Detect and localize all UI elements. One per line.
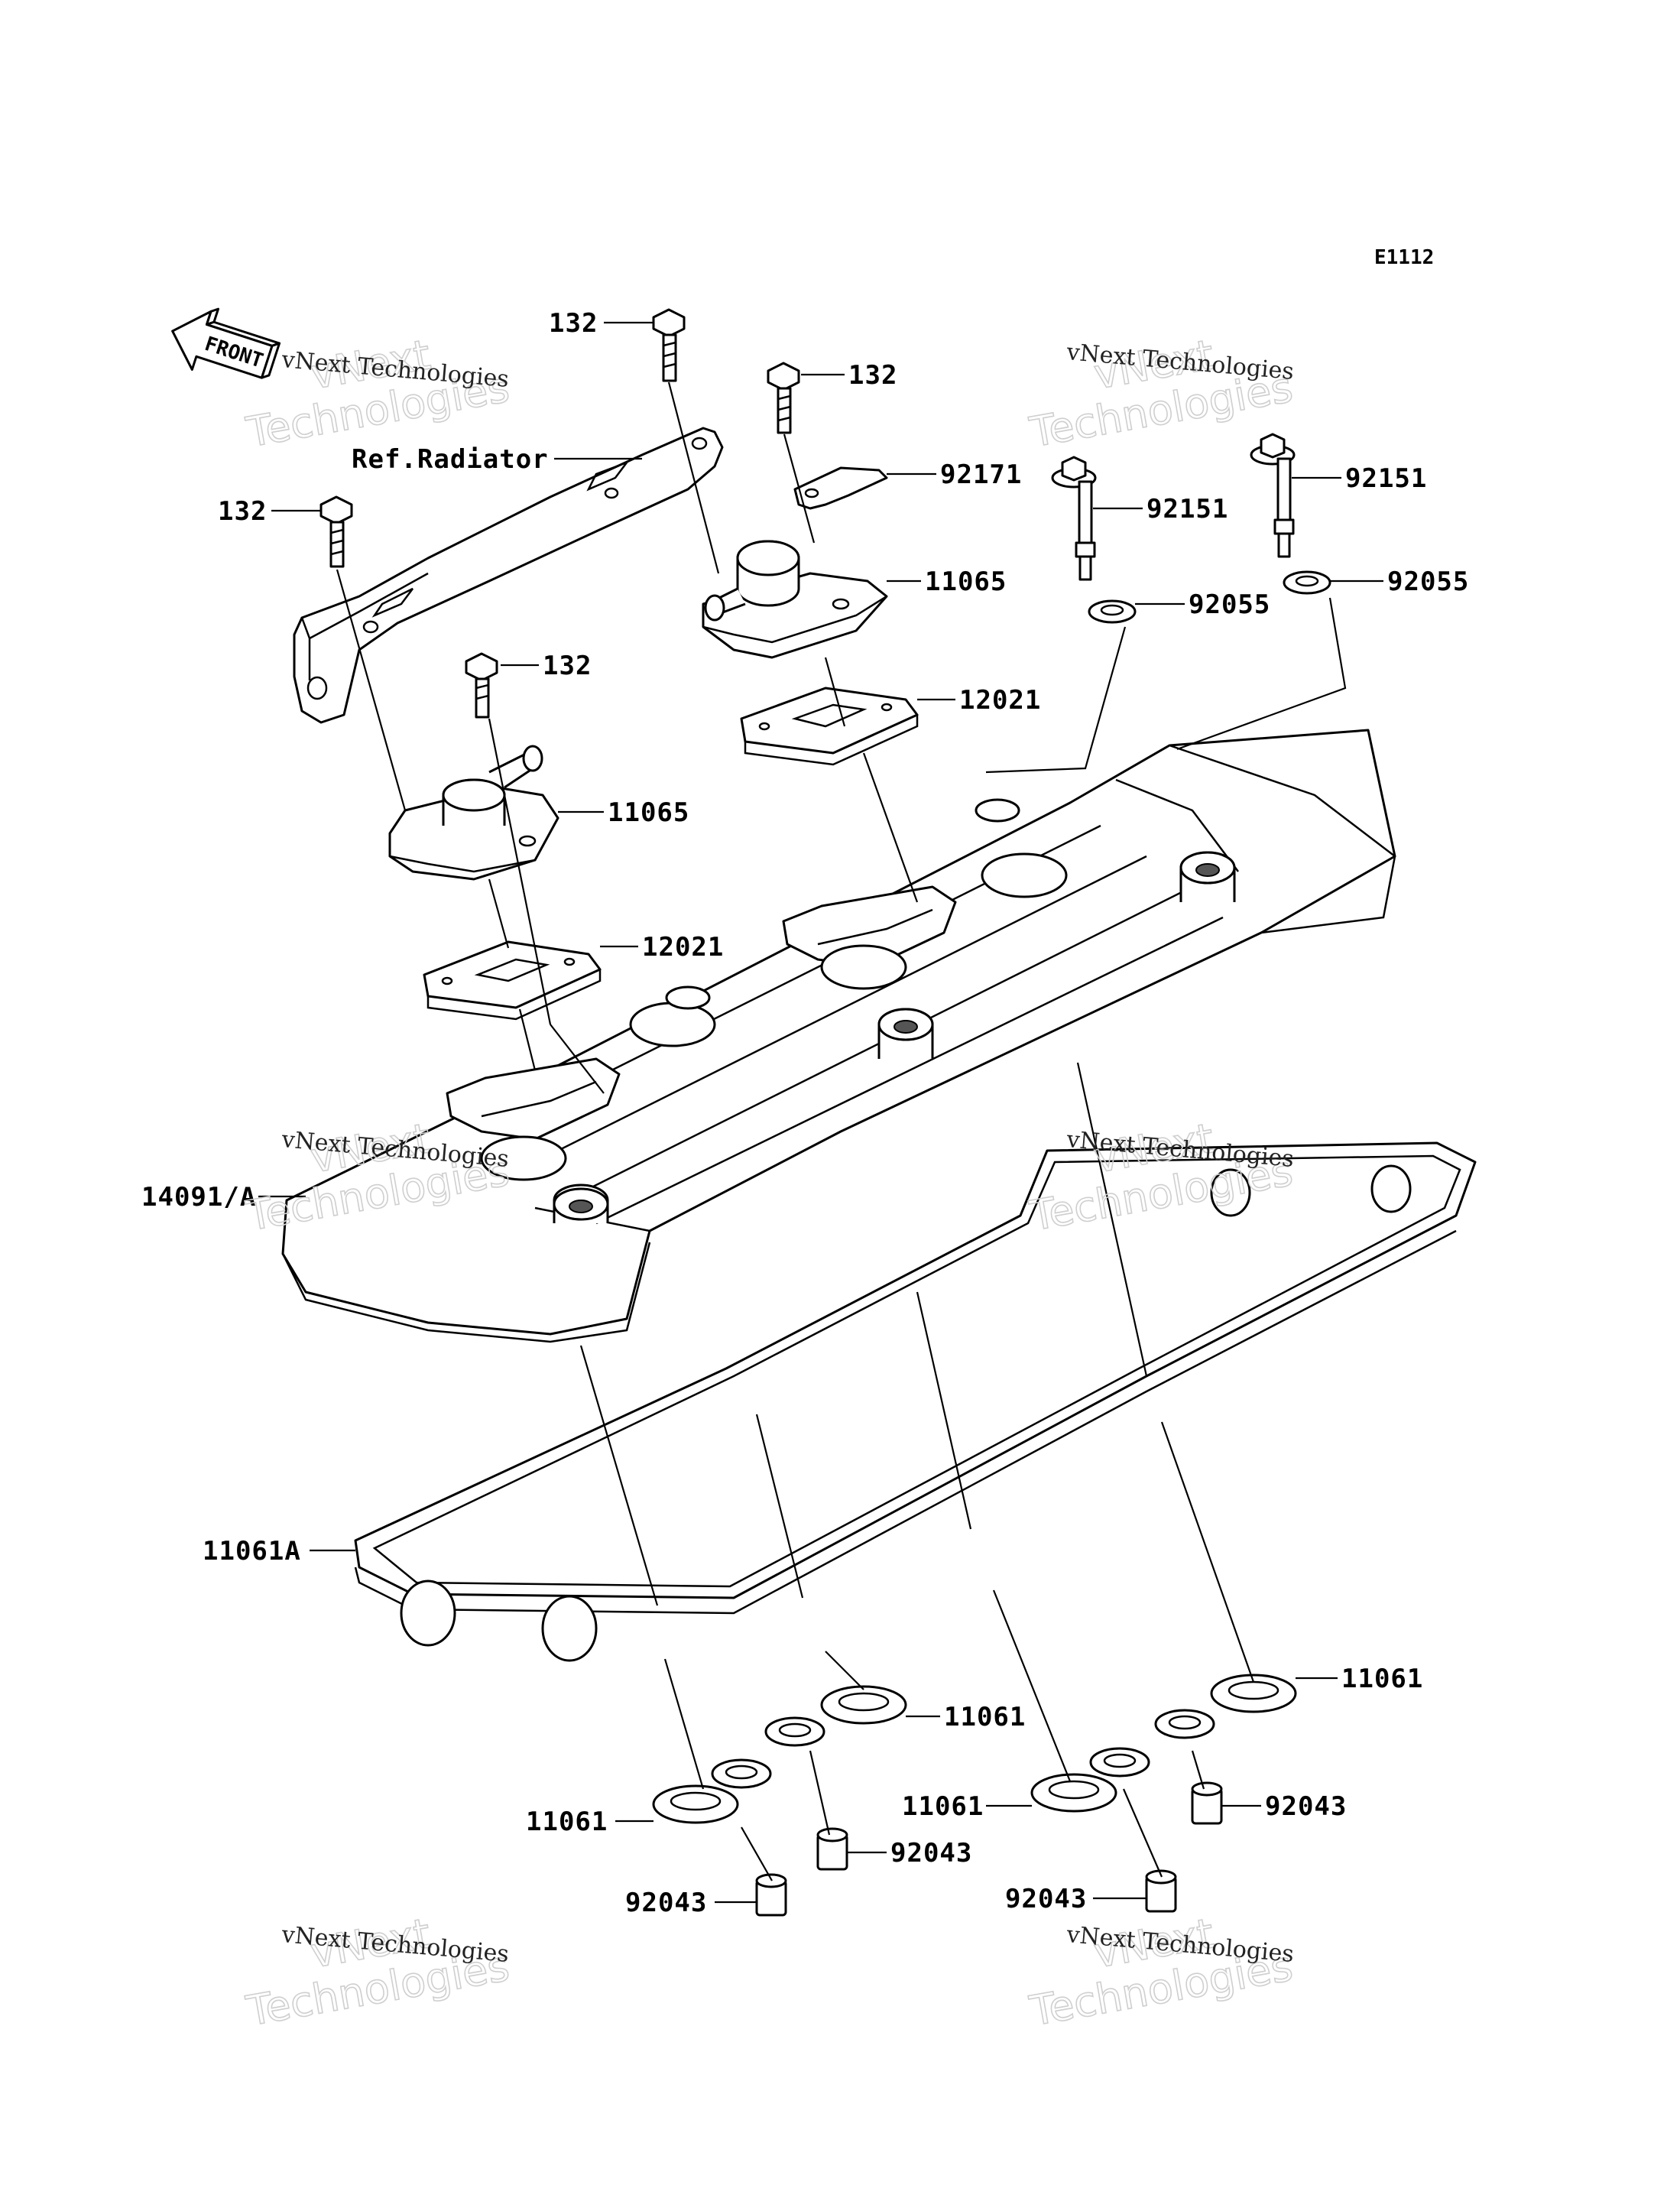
part-label: 92055 (1387, 567, 1469, 597)
part-label: 132 (549, 308, 598, 339)
washer-92055-a (1088, 599, 1137, 624)
seal-group-1 (652, 1758, 787, 1917)
part-labels: 132 132 132 132 Ref.Radiator 92171 92151… (141, 308, 1469, 1918)
part-label: 11061 (526, 1807, 608, 1837)
part-label: 11061 (944, 1702, 1026, 1732)
gasket-11061a (354, 1141, 1477, 1662)
bolt-132-d (465, 652, 498, 719)
part-label: 11061A (203, 1536, 301, 1567)
part-label: 11061 (1341, 1664, 1423, 1694)
seal-group-2 (764, 1685, 907, 1871)
bolt-92151-a (1051, 456, 1097, 581)
assembly-lines (336, 381, 1347, 1881)
leader-lines (258, 321, 1383, 1904)
part-label: 92043 (625, 1888, 707, 1918)
washer-92055-b (1283, 570, 1331, 595)
bolt-132-b (767, 362, 800, 434)
part-label: 92055 (1189, 589, 1270, 620)
part-label: 92171 (940, 459, 1022, 490)
part-label: 12021 (959, 685, 1041, 716)
seal-group-3 (1030, 1747, 1177, 1913)
part-label: 132 (848, 360, 897, 391)
baffle-plate-12021-lower (423, 940, 602, 1021)
bolt-132-a (652, 308, 686, 382)
part-label: 92151 (1345, 463, 1427, 494)
part-label: 14091/A (141, 1182, 256, 1213)
seal-group-4 (1154, 1674, 1297, 1825)
bolt-132-c (319, 495, 353, 568)
part-label: 92151 (1146, 494, 1228, 524)
part-label: 11065 (925, 567, 1007, 597)
clamp-92171 (793, 466, 888, 510)
baffle-plate-12021-upper (740, 687, 919, 766)
radiator-bracket (293, 427, 724, 724)
watermark-bottom-left: vNext Technologies (242, 1908, 513, 2036)
diagram-code: E1112 (1374, 246, 1434, 269)
part-label: 132 (543, 651, 592, 681)
breather-cover-11065-lower (388, 745, 559, 881)
part-label: 132 (218, 496, 267, 527)
part-label: 92043 (1265, 1791, 1347, 1822)
part-label: 12021 (642, 932, 724, 963)
bolt-92151-b (1250, 433, 1296, 558)
front-arrow-icon: FRONT (171, 307, 281, 379)
watermark-top-right: vNext Technologies (1025, 330, 1296, 457)
cylinder-head-cover (281, 729, 1396, 1343)
part-label: 92043 (1005, 1884, 1087, 1914)
part-label: 11065 (608, 797, 689, 828)
part-label: Ref.Radiator (352, 444, 549, 475)
breather-cover-11065-upper (702, 540, 888, 659)
watermark-bottom-right: vNext Technologies (1025, 1908, 1296, 2036)
part-label: 92043 (890, 1838, 972, 1868)
part-label: 11061 (902, 1791, 984, 1822)
